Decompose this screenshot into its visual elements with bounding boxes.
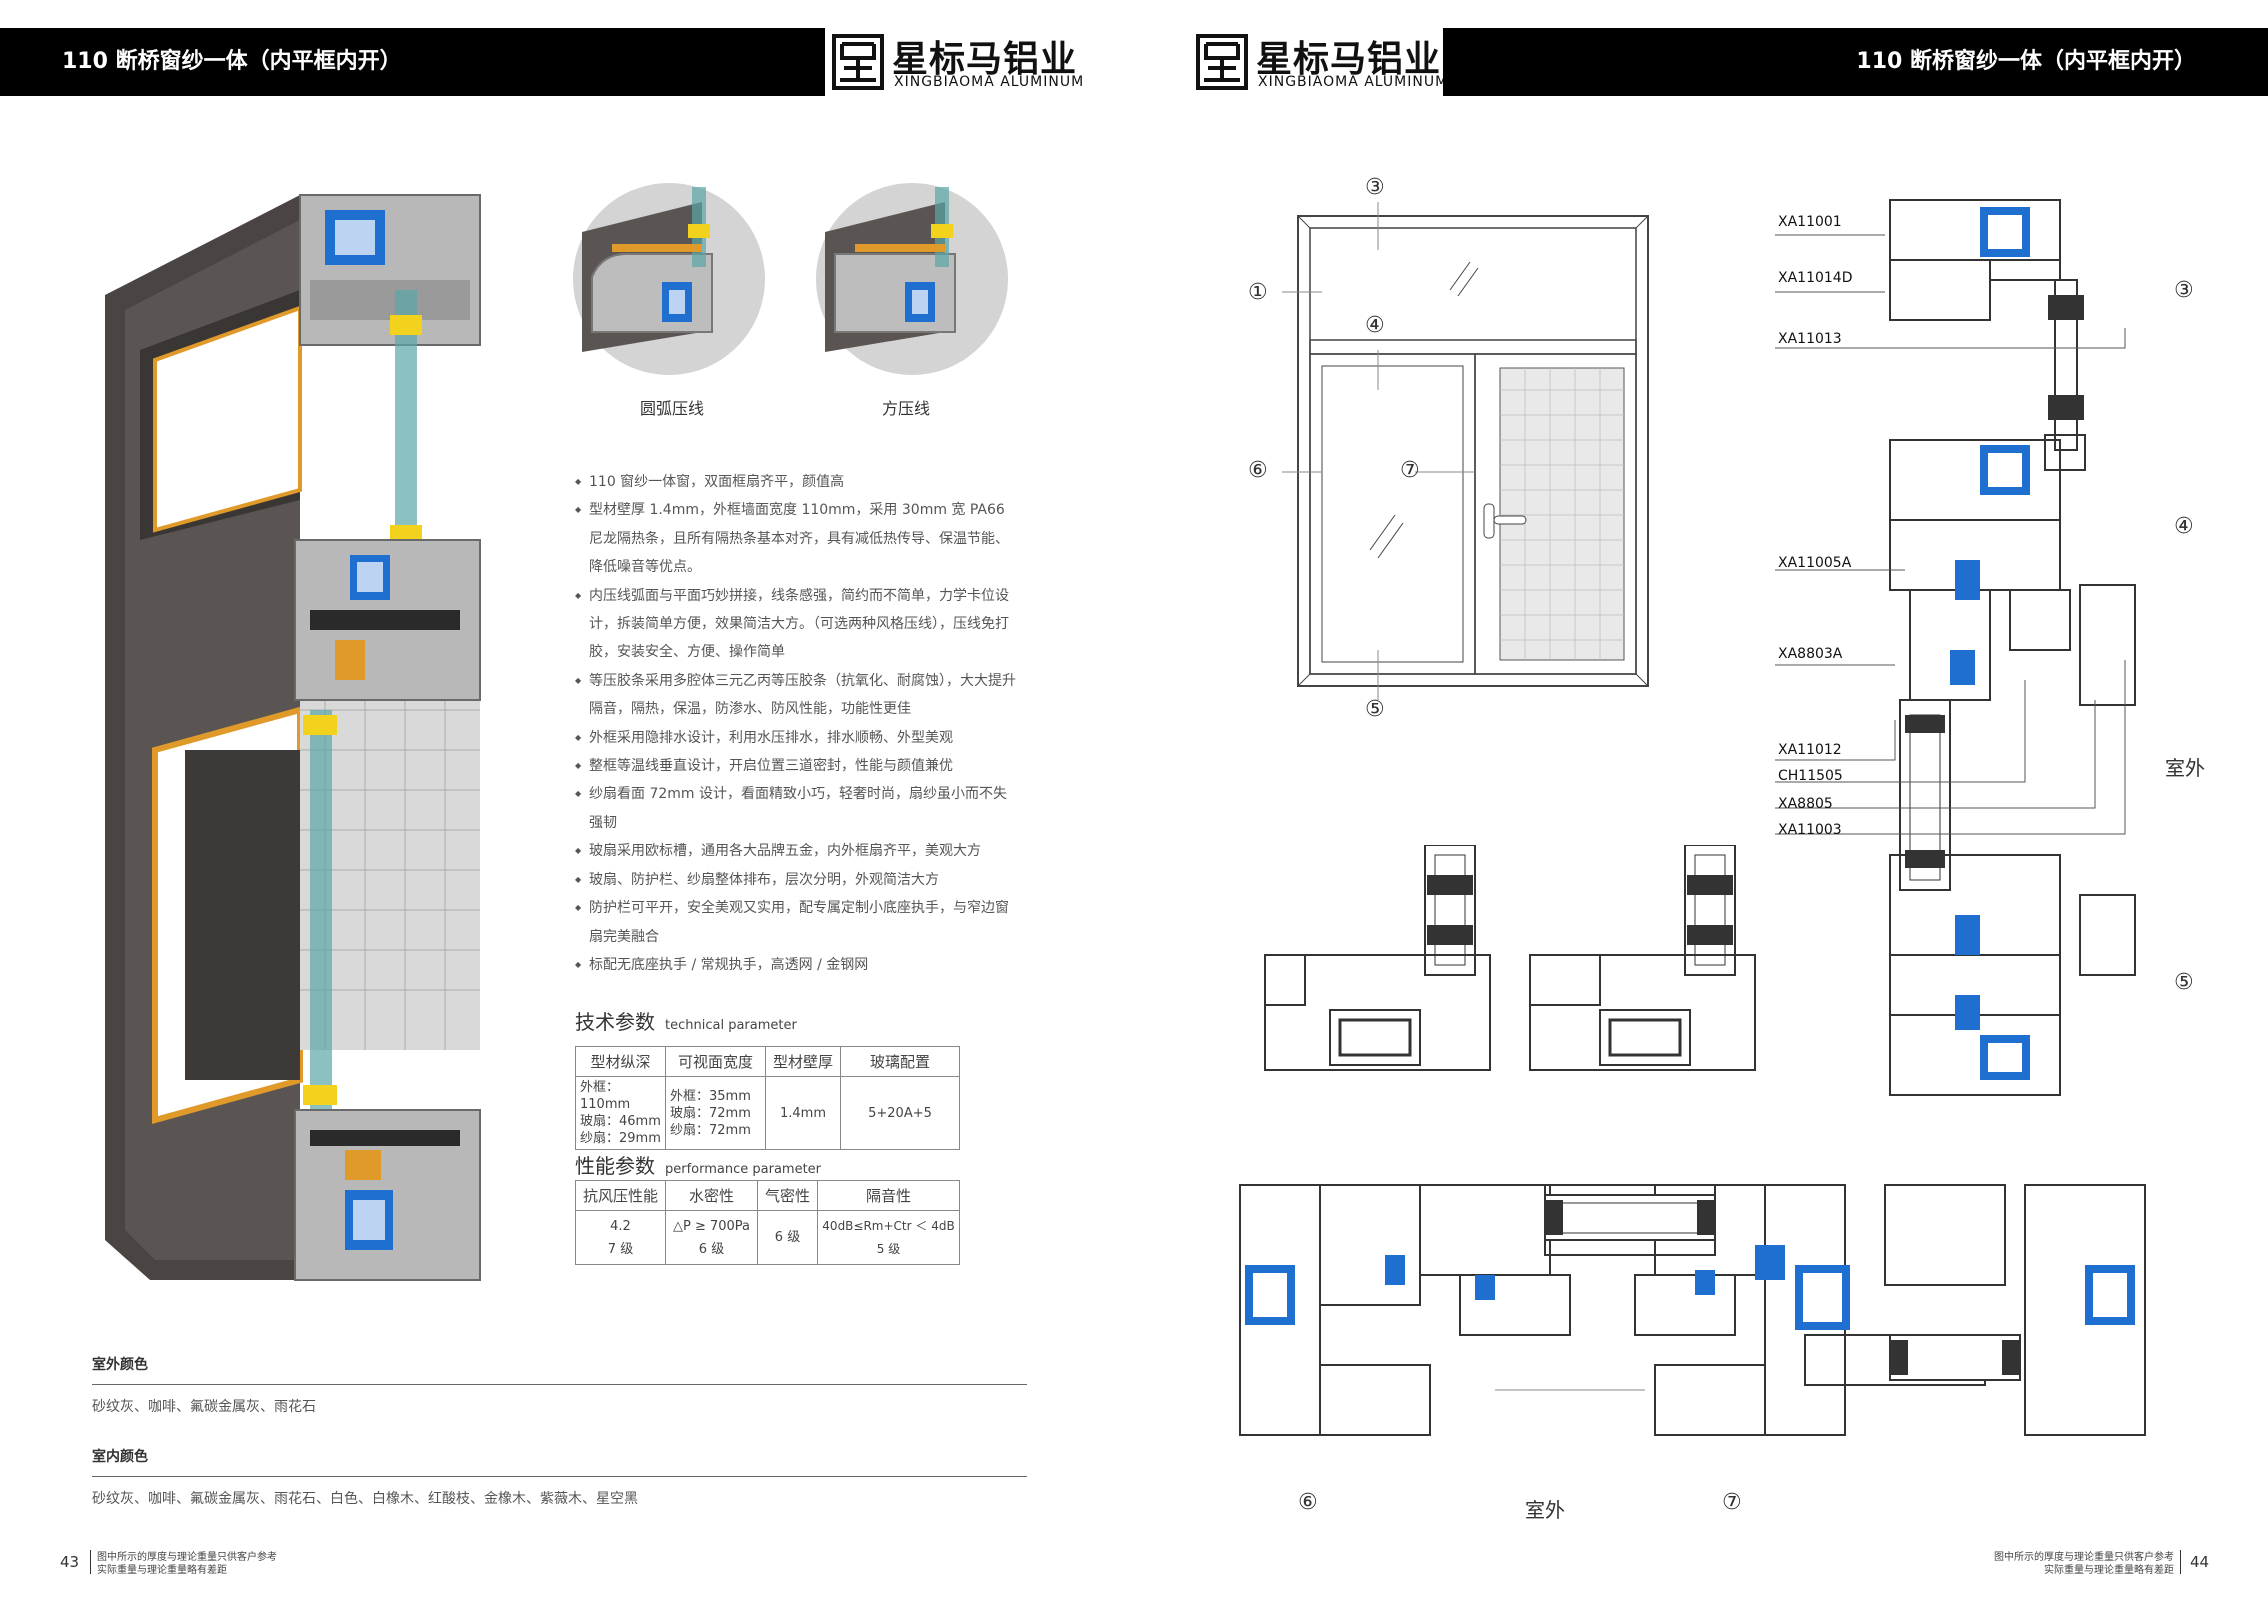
divider [92, 1384, 1027, 1385]
left-footnote: 图中所示的厚度与理论重量只供客户参考 实际重量与理论重量略有差距 [97, 1552, 277, 1576]
tech-param-title: 技术参数 [575, 1010, 655, 1034]
plan-marker-7: ⑦ [1722, 1490, 1742, 1515]
perf-water-cell: △P ≥ 700Pa 6 级 [665, 1210, 758, 1265]
tech-param-table: 型材纵深 可视面宽度 型材壁厚 玻璃配置 外框：110mm 玻扇：46mm 纱扇… [575, 1046, 960, 1150]
outdoor-color-list: 砂纹灰、咖啡、氟碳金属灰、雨花石 [92, 1399, 316, 1415]
closeup-square-bead-image [816, 183, 1008, 375]
feature-item: 玻扇采用欧标槽，通用各大品牌五金，内外框扇齐平，美观大方 [575, 837, 1020, 866]
feature-item: 玻扇、防护栏、纱扇整体排布，层次分明，外观简洁大方 [575, 866, 1020, 895]
feature-item: 等压胶条采用多腔体三元乙丙等压胶条（抗氧化、耐腐蚀），大大提升隔音，隔热，保温，… [575, 667, 1020, 724]
window-cutaway-render [105, 194, 481, 1281]
perf-param-table: 抗风压性能 水密性 气密性 隔音性 4.2 7 级 △P ≥ 700Pa 6 级… [575, 1180, 960, 1265]
elevation-marker-5: ⑤ [1365, 697, 1385, 722]
left-brand-logo: 星标马铝业 XINGBIAOMA ALUMINUM [828, 28, 1083, 96]
right-header-title: 110 断桥窗纱一体（内平框内开） [1856, 49, 2196, 74]
profile-code: XA11003 [1778, 822, 1842, 838]
tech-header: 玻璃配置 [840, 1046, 960, 1077]
perf-param-title: 性能参数 [575, 1154, 655, 1178]
feature-item: 110 窗纱一体窗，双面框扇齐平，颜值高 [575, 468, 1020, 497]
right-brand-logo: 星标马铝业 XINGBIAOMA ALUMINUM [1192, 28, 1447, 96]
profile-code: XA11001 [1778, 214, 1842, 230]
feature-item: 防护栏可平开，安全美观又实用，配专属定制小底座执手，与窄边窗扇完美融合 [575, 894, 1020, 951]
tech-width-cell: 外框：35mm 玻扇：72mm 纱扇：72mm [665, 1076, 766, 1150]
vertical-section-drawing [1889, 199, 2136, 1096]
brand-mark-icon [1196, 34, 1248, 90]
feature-item: 外框采用隐排水设计，利用水压排水，排水顺畅、外型美观 [575, 724, 1020, 753]
perf-param-heading: 性能参数 performance parameter [575, 1150, 821, 1179]
brand-name-en: XINGBIAOMA ALUMINUM [1258, 74, 1449, 90]
closeup-caption-square: 方压线 [882, 399, 931, 418]
profile-code: XA8805 [1778, 796, 1833, 812]
brand-name-en: XINGBIAOMA ALUMINUM [894, 74, 1085, 90]
footer-divider [2180, 1550, 2181, 1574]
footer-divider [90, 1550, 91, 1574]
tech-param-title-en: technical parameter [665, 1018, 797, 1033]
elevation-marker-7: ⑦ [1400, 458, 1420, 483]
profile-code: XA11012 [1778, 742, 1842, 758]
brand-name-cn: 星标马铝业 [1256, 39, 1442, 80]
profile-code: XA11013 [1778, 331, 1842, 347]
indoor-color-label: 室内颜色 [92, 1449, 148, 1465]
right-page-number: 44 [2190, 1553, 2210, 1571]
feature-item: 整框等温线垂直设计，开启位置三道密封，性能与颜值兼优 [575, 752, 1020, 781]
profile-code: CH11505 [1778, 768, 1843, 784]
right-footnote: 图中所示的厚度与理论重量只供客户参考 实际重量与理论重量略有差距 [1994, 1552, 2174, 1576]
profile-leader-lines [1775, 234, 2126, 835]
perf-param-title-en: performance parameter [665, 1162, 822, 1177]
profile-code: XA11014D [1778, 270, 1853, 286]
elevation-marker-6: ⑥ [1248, 458, 1268, 483]
tech-wall-cell: 1.4mm [765, 1076, 841, 1150]
tech-depth-cell: 外框：110mm 玻扇：46mm 纱扇：29mm [575, 1076, 666, 1150]
perf-sound-cell: 40dB≤Rm+Ctr ＜ 4dB 5 级 [817, 1210, 960, 1265]
closeup-caption-round: 圆弧压线 [640, 399, 705, 418]
elevation-marker-4: ④ [1365, 313, 1385, 338]
horizontal-section-drawing [1239, 1184, 2146, 1436]
brand-mark-icon [832, 34, 884, 90]
perf-wind-cell: 4.2 7 级 [575, 1210, 666, 1265]
brand-name-cn: 星标马铝业 [892, 39, 1078, 80]
perf-air-cell: 6 级 [757, 1210, 818, 1265]
perf-header: 抗风压性能 [575, 1180, 666, 1211]
perf-header: 隔音性 [817, 1180, 960, 1211]
tech-header: 型材纵深 [575, 1046, 666, 1077]
elevation-marker-3: ③ [1365, 175, 1385, 200]
feature-list: 110 窗纱一体窗，双面框扇齐平，颜值高 型材壁厚 1.4mm，外框墙面宽度 1… [575, 468, 1020, 980]
indoor-color-list: 砂纹灰、咖啡、氟碳金属灰、雨花石、白色、白橡木、红酸枝、金橡木、紫薇木、星空黑 [92, 1491, 638, 1507]
left-header-title: 110 断桥窗纱一体（内平框内开） [62, 49, 402, 74]
tech-param-heading: 技术参数 technical parameter [575, 1006, 797, 1035]
feature-item: 纱扇看面 72mm 设计，看面精致小巧，轻奢时尚，扇纱虽小而不失强韧 [575, 780, 1020, 837]
feature-item: 标配无底座执手 / 常规执手，高透网 / 金钢网 [575, 951, 1020, 980]
feature-item: 内压线弧面与平面巧妙拼接，线条感强，简约而不简单，力学卡位设计，拆装简单方便，效… [575, 582, 1020, 667]
bead-detail-drawing-square [1529, 845, 1756, 1071]
perf-header: 水密性 [665, 1180, 758, 1211]
section-marker-4: ④ [2174, 514, 2194, 539]
outdoor-label-right: 室外 [2165, 756, 2205, 780]
profile-code: XA11005A [1778, 555, 1852, 571]
perf-header: 气密性 [757, 1180, 818, 1211]
tech-glass-cell: 5+20A+5 [840, 1076, 960, 1150]
right-header-bar [1443, 28, 2268, 96]
elevation-marker-1: ① [1248, 280, 1268, 305]
profile-code: XA8803A [1778, 646, 1843, 662]
left-header-bar [0, 28, 825, 96]
tech-header: 型材壁厚 [765, 1046, 841, 1077]
left-page-number: 43 [60, 1553, 80, 1571]
tech-header: 可视面宽度 [665, 1046, 766, 1077]
section-marker-3: ③ [2174, 278, 2194, 303]
window-elevation-drawing [1282, 202, 1649, 700]
plan-marker-6: ⑥ [1298, 1490, 1318, 1515]
outdoor-label-bottom: 室外 [1525, 1498, 1565, 1522]
feature-item: 型材壁厚 1.4mm，外框墙面宽度 110mm，采用 30mm 宽 PA66 尼… [575, 496, 1020, 581]
outdoor-color-label: 室外颜色 [92, 1357, 148, 1373]
section-marker-5: ⑤ [2174, 970, 2194, 995]
closeup-round-bead-image [573, 183, 765, 375]
bead-detail-drawing-round [1264, 845, 1491, 1071]
divider [92, 1476, 1027, 1477]
